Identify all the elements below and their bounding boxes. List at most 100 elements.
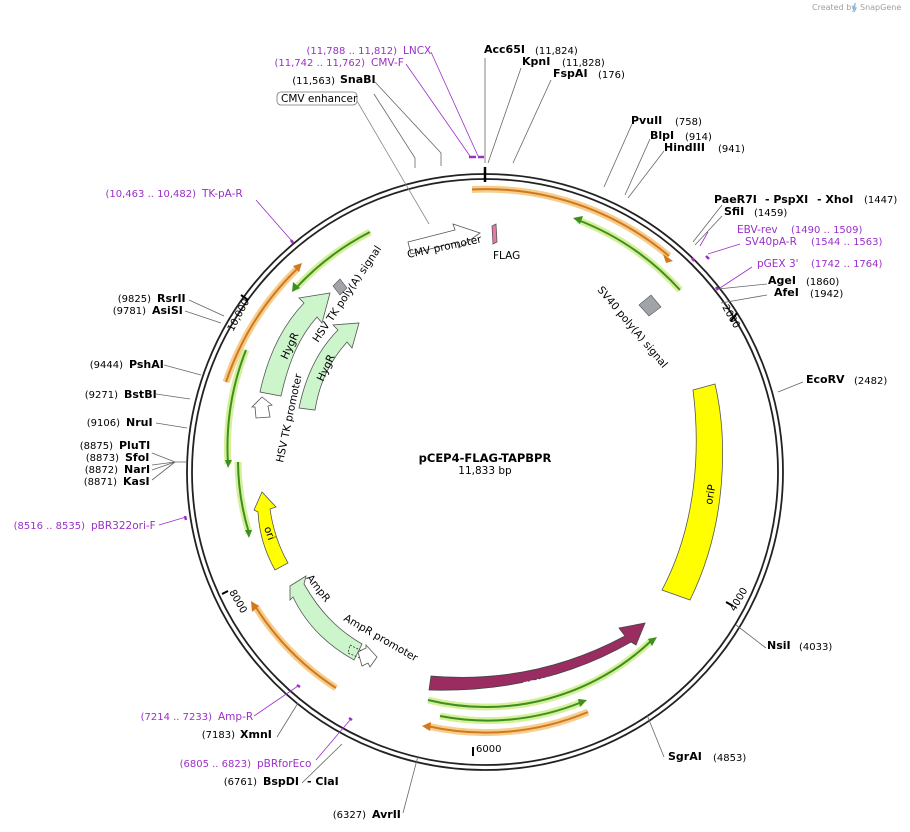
watermark-created-by: Created by (812, 3, 856, 12)
watermark-brand: SnapGene (860, 3, 901, 12)
primer-pbrforeco[interactable]: pBRforEco (257, 758, 311, 770)
site-xhoi[interactable]: - XhoI (817, 193, 853, 206)
hygr-inner-feature[interactable] (298, 322, 360, 411)
site-hindiii-pos: (941) (718, 144, 745, 155)
primer-leader-lines (158, 51, 753, 761)
site-pluti-pos: (8875) (80, 441, 113, 452)
site-asisi[interactable]: AsiSI (152, 304, 183, 317)
site-bstbi[interactable]: BstBI (124, 388, 157, 401)
orip-feature[interactable] (661, 383, 723, 601)
flag-feature[interactable] (491, 223, 498, 245)
site-kpni[interactable]: KpnI (522, 55, 550, 68)
site-bspdi[interactable]: BspDI (263, 775, 299, 788)
site-sfoi[interactable]: SfoI (125, 451, 149, 464)
site-rsrii[interactable]: RsrII (157, 292, 186, 305)
flag-label: FLAG (493, 250, 520, 262)
site-afei-pos: (1942) (810, 289, 843, 300)
sv40-polya-feature[interactable] (638, 294, 662, 317)
ebna1-feature[interactable] (428, 622, 646, 691)
site-sgrai[interactable]: SgrAI (668, 750, 702, 763)
green-feature-top-right[interactable] (573, 216, 683, 293)
site-afei[interactable]: AfeI (774, 286, 799, 299)
site-sfii[interactable]: SfiI (724, 205, 744, 218)
primer-pbr322orif[interactable]: pBR322ori-F (91, 520, 156, 532)
site-clai[interactable]: - ClaI (307, 775, 339, 788)
site-avrii[interactable]: AvrII (372, 808, 401, 821)
hygr-outer-feature[interactable] (259, 292, 331, 397)
site-pshai[interactable]: PshAI (129, 358, 164, 371)
site-pvuii[interactable]: PvuII (631, 114, 662, 127)
site-fspai[interactable]: FspAI (553, 67, 588, 80)
primer-ebvrev[interactable]: EBV-rev (737, 224, 778, 236)
green-feature-bottom-inner[interactable] (439, 698, 587, 725)
primer-labels: (11,788 .. 11,812) LNCX (11,742 .. 11,76… (14, 45, 883, 770)
tick-label-6000: 6000 (476, 744, 501, 755)
hsv-tk-polya-feature[interactable] (332, 278, 348, 296)
tick-label-8000: 8000 (226, 588, 248, 616)
green-feature-left-lower[interactable] (234, 461, 253, 538)
green-feature-left[interactable] (224, 348, 250, 468)
ori-label: ori (261, 525, 277, 542)
plasmid-name: pCEP4-FLAG-TAPBPR (419, 451, 552, 465)
ampr-promoter-feature[interactable] (357, 643, 378, 668)
site-ecorv[interactable]: EcoRV (806, 373, 845, 386)
primer-ampr-range: (7214 .. 7233) (141, 712, 213, 723)
site-hindiii[interactable]: HindIII (664, 141, 705, 154)
site-sfii-pos: (1459) (754, 208, 787, 219)
orange-feature-bottom[interactable] (422, 708, 590, 737)
site-xmni[interactable]: XmnI (240, 728, 272, 741)
green-feature-bottom-outer[interactable] (427, 637, 657, 711)
primer-pgex3[interactable]: pGEX 3' (757, 258, 799, 270)
site-kpni-pos: (11,828) (562, 58, 605, 69)
tick-label-2000: 2000 (719, 303, 741, 331)
cmv-enhancer-annotation[interactable]: CMV enhancer (276, 91, 358, 106)
site-fspai-pos: (176) (598, 70, 625, 81)
site-bstbi-pos: (9271) (85, 390, 118, 401)
site-avrii-pos: (6327) (333, 810, 366, 821)
primer-cmvf[interactable]: CMV-F (371, 57, 404, 69)
site-acc65i[interactable]: Acc65I (484, 43, 525, 56)
site-sfoi-pos: (8873) (86, 453, 119, 464)
orange-feature-left[interactable] (222, 263, 302, 384)
site-nsii-pos: (4033) (799, 642, 832, 653)
primer-lncx[interactable]: LNCX (403, 45, 431, 57)
orange-feature-bottom-left[interactable] (251, 601, 338, 691)
cmv-enhancer-leader (356, 100, 430, 225)
site-nsii[interactable]: NsiI (767, 639, 791, 652)
site-ecorv-pos: (2482) (854, 376, 887, 387)
site-agei[interactable]: AgeI (768, 274, 796, 287)
cmv-promoter-feature[interactable] (407, 223, 481, 255)
site-pluti[interactable]: PluTI (119, 439, 150, 452)
orange-feature-top-right[interactable] (471, 185, 673, 263)
site-pspxi[interactable]: - PspXI (765, 193, 808, 206)
site-asisi-pos: (9781) (113, 306, 146, 317)
site-leader-lines (151, 58, 804, 814)
site-snabi[interactable]: SnaBI (340, 73, 376, 86)
primer-pbrforeco-range: (6805 .. 6823) (180, 759, 252, 770)
primer-tkpar-range: (10,463 .. 10,482) (106, 189, 197, 200)
site-nrui[interactable]: NruI (126, 416, 153, 429)
ori-feature[interactable] (253, 491, 289, 571)
site-pshai-pos: (9444) (90, 360, 123, 371)
site-agei-pos: (1860) (806, 277, 839, 288)
site-nari[interactable]: NarI (124, 463, 150, 476)
site-nrui-pos: (9106) (87, 418, 120, 429)
hsv-tk-promoter-feature[interactable] (251, 396, 273, 419)
primer-pgex3-range: (1742 .. 1764) (811, 259, 883, 270)
site-kasi[interactable]: KasI (123, 475, 150, 488)
site-kasi-pos: (8871) (84, 477, 117, 488)
site-blpi[interactable]: BlpI (650, 129, 674, 142)
primer-ampr[interactable]: Amp-R (218, 711, 253, 723)
site-paer7i-pos: (1447) (864, 195, 897, 206)
site-paer7i[interactable]: PaeR7I (714, 193, 757, 206)
snapgene-logo-icon (852, 2, 857, 13)
primer-sv40par[interactable]: SV40pA-R (745, 236, 797, 248)
site-bspdi-pos: (6761) (224, 777, 257, 788)
green-feature-top-left[interactable] (292, 228, 372, 292)
primer-sv40par-range: (1544 .. 1563) (811, 237, 883, 248)
primer-tkpar[interactable]: TK-pA-R (201, 188, 243, 200)
primer-ebvrev-range: (1490 .. 1509) (791, 225, 863, 236)
site-blpi-pos: (914) (685, 132, 712, 143)
